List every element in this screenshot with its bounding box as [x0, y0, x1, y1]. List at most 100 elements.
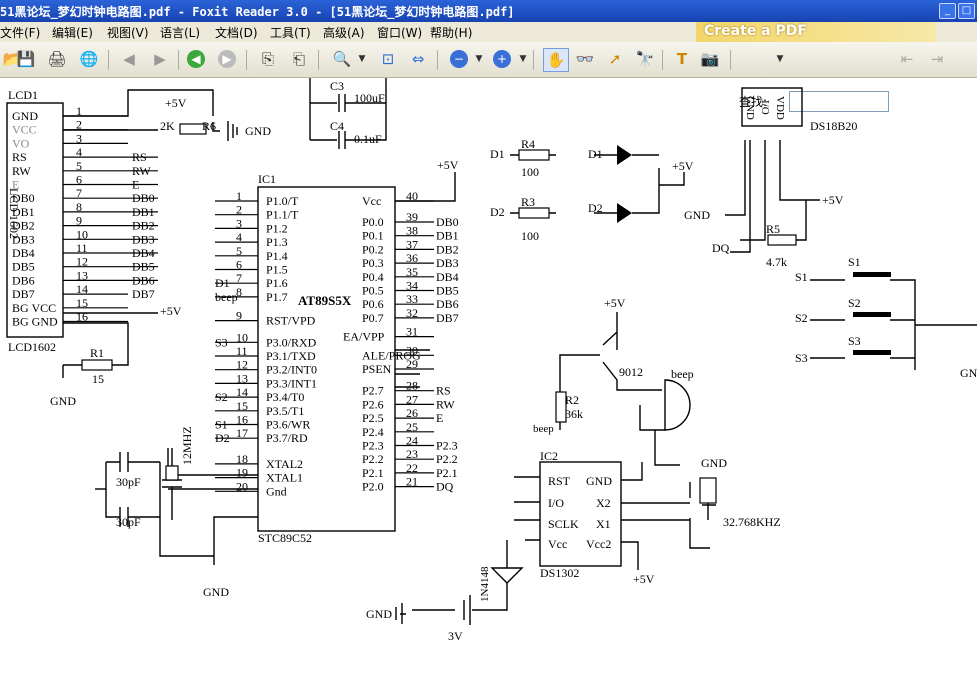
mcu-right-pin-num: 27 — [406, 392, 418, 406]
menu-language[interactable]: 语言(L) — [160, 26, 201, 40]
find-prev-icon[interactable]: ⇤ — [900, 50, 914, 68]
lcd-pin-num: 1 — [76, 104, 82, 118]
mcu-left-pin-num: 9 — [236, 309, 242, 323]
label-5v-led: +5V — [672, 159, 694, 173]
label-5v-lcd: +5V — [165, 96, 187, 110]
binoculars-icon[interactable]: 🔭 — [635, 50, 655, 68]
mcu-right-pin-net: DB7 — [436, 311, 459, 325]
mcu-left-pin-num: 17 — [236, 426, 248, 440]
next-page-icon[interactable]: ▶ — [215, 48, 239, 70]
mcu-left-pin-num: 12 — [236, 358, 248, 372]
menu-advanced[interactable]: 高级(A) — [323, 26, 365, 40]
mcu-left-pin-num: 16 — [236, 413, 248, 427]
label-gnd-sw: GND — [960, 366, 977, 380]
snapshot-icon[interactable]: 📷 — [700, 50, 720, 68]
mcu-left-pin-num: 20 — [236, 479, 248, 493]
prev-page-icon[interactable]: ◀ — [184, 48, 208, 70]
mcu-right-pin-name: EA/VPP — [343, 330, 385, 344]
lcd-pin-net: DB7 — [132, 287, 155, 301]
lcd-pin-num: 2 — [76, 118, 82, 132]
zoom-in-icon[interactable]: + — [490, 48, 514, 70]
label-r2: R2 — [565, 393, 579, 407]
minimize-button[interactable]: _ — [939, 3, 956, 19]
lcd-pin-name: DB4 — [12, 246, 35, 260]
mcu-right-pin-num: 36 — [406, 251, 418, 265]
lcd-pin-num: 15 — [76, 296, 88, 310]
find-dropdown-icon[interactable]: ▼ — [776, 54, 784, 64]
mcu-left-pin-name: Gnd — [266, 484, 287, 498]
find-input[interactable] — [789, 91, 889, 112]
select-tool-icon[interactable]: ➚ — [608, 50, 622, 68]
menu-window[interactable]: 窗口(W) — [377, 26, 423, 40]
mcu-right-pin-num: 31 — [406, 325, 418, 339]
print-icon[interactable]: 🖨 — [47, 50, 67, 68]
label-s1-net: S1 — [795, 270, 808, 284]
mcu-right-pin-num: 24 — [406, 434, 418, 448]
mcu-left-pin-net: S3 — [215, 335, 228, 349]
loupe-icon[interactable]: 👓 — [575, 50, 595, 68]
mcu-right-pin-name: P2.6 — [362, 397, 384, 411]
mcu-right-pin-num: 28 — [406, 379, 418, 393]
mcu-right-pin-name: P2.2 — [362, 452, 384, 466]
text-tool-icon[interactable]: T — [676, 50, 688, 68]
forward-icon[interactable]: ▶ — [154, 50, 166, 68]
mcu-left-pin-name: P3.5/T1 — [266, 404, 304, 418]
fit-width-icon[interactable]: ⇔ — [411, 50, 425, 68]
zoom-in-dropdown-icon[interactable]: ▼ — [519, 54, 527, 64]
mcu-left-pin-name: P1.3 — [266, 235, 288, 249]
mcu-right-pin-num: 22 — [406, 461, 418, 475]
mcu-left-pin-name: P1.1/T — [266, 208, 299, 222]
label-gnd-lcd: GND — [245, 124, 271, 138]
lcd-pin-net: DB4 — [132, 246, 155, 260]
lcd-pin-num: 9 — [76, 214, 82, 228]
mcu-right-pin-num: 38 — [406, 224, 418, 238]
lcd-pin-name: BG GND — [12, 315, 58, 329]
hand-tool-icon[interactable]: ✋ — [543, 48, 569, 72]
label-dq-ds: DQ — [712, 241, 730, 255]
banner-text: Create a PDF — [704, 23, 807, 39]
lcd-pin-num: 7 — [76, 186, 82, 200]
menu-view[interactable]: 视图(V) — [107, 26, 149, 40]
find-next-icon[interactable]: ⇥ — [930, 50, 944, 68]
create-pdf-banner[interactable]: Create a PDF — [696, 22, 936, 42]
lcd-pin-name: BG VCC — [12, 301, 56, 315]
zoom-out-dropdown-icon[interactable]: ▼ — [475, 54, 483, 64]
lcd-pin-name: E — [12, 178, 19, 192]
lcd-pin-num: 8 — [76, 200, 82, 214]
zoom-out-icon[interactable]: − — [447, 48, 471, 70]
label-r1-val: 15 — [92, 372, 104, 386]
menu-help[interactable]: 帮助(H) — [430, 26, 473, 40]
mcu-left-pin-name: P3.1/TXD — [266, 349, 316, 363]
label-r2-val: 36k — [565, 407, 583, 421]
mcu-left-pin-num: 7 — [236, 271, 242, 285]
back-icon[interactable]: ◀ — [123, 50, 135, 68]
rotate-right-icon[interactable]: ⎗ — [292, 50, 305, 68]
zoom-dropdown-icon[interactable]: ▼ — [358, 54, 366, 64]
lcd-pin-net: DB5 — [132, 260, 155, 274]
zoom-tool-icon[interactable]: 🔍 — [332, 50, 352, 68]
maximize-button[interactable]: □ — [958, 3, 975, 19]
save-icon[interactable]: 💾 — [16, 50, 36, 68]
mcu-left-pin-name: P1.2 — [266, 221, 288, 235]
mcu-right-pin-name: Vcc — [362, 194, 381, 208]
menu-file[interactable]: 文件(F) — [0, 26, 41, 40]
fit-page-icon[interactable]: ⊡ — [381, 50, 395, 68]
label-s3-sw: S3 — [848, 334, 861, 348]
lcd-pin-net: DB6 — [132, 273, 155, 287]
label-vcc: Vcc — [548, 537, 567, 551]
label-gnd-mcu: GND — [203, 585, 229, 599]
lcd-pin-net: E — [132, 178, 139, 192]
menu-document[interactable]: 文档(D) — [215, 26, 258, 40]
mcu-right-pin-net: DB3 — [436, 256, 459, 270]
menu-edit[interactable]: 编辑(E) — [52, 26, 93, 40]
email-icon[interactable]: 🌐 — [79, 50, 99, 68]
label-sclk: SCLK — [548, 517, 579, 531]
mcu-right-pin-net: DQ — [436, 480, 454, 494]
lcd-pin-num: 10 — [76, 227, 88, 241]
menu-tools[interactable]: 工具(T) — [270, 26, 311, 40]
rotate-left-icon[interactable]: ⎘ — [261, 50, 274, 68]
label-r4-val: 100 — [521, 165, 539, 179]
open-icon[interactable]: 📂 — [2, 50, 22, 68]
label-gnd-bat: GND — [366, 607, 392, 621]
